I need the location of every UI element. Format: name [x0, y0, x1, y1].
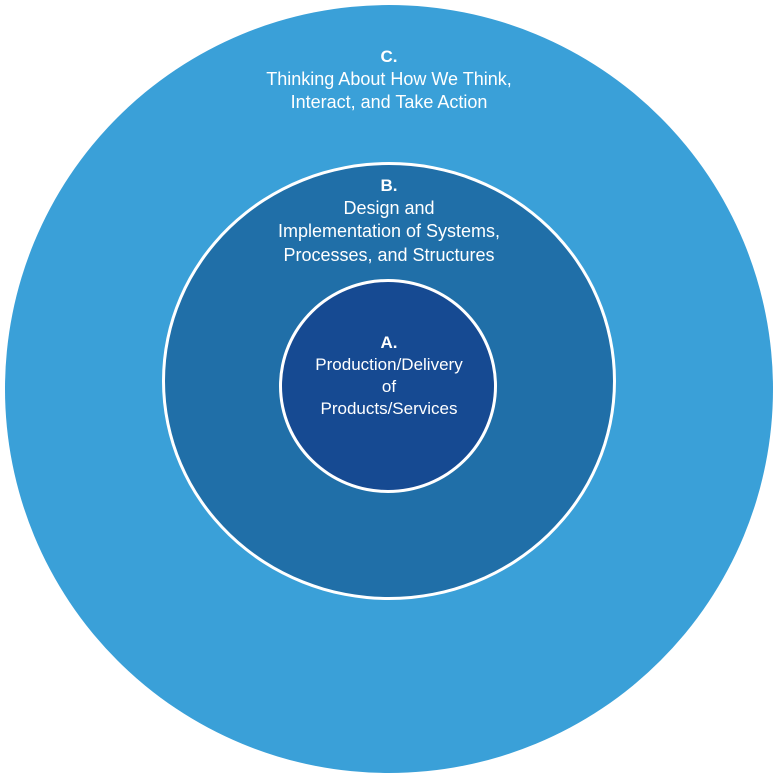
ring-c-label: C. Thinking About How We Think, Interact…	[189, 46, 589, 115]
ring-b-label: B. Design and Implementation of Systems,…	[239, 175, 539, 267]
ring-c-text-line: Thinking About How We Think,	[266, 69, 512, 90]
inner-circle-a	[279, 279, 497, 493]
ring-b-text-line: Processes, and Structures	[283, 244, 495, 265]
ring-a-text-line: Products/Services	[320, 399, 458, 419]
ring-b-letter: B.	[380, 176, 398, 195]
ring-c-text-line: Interact, and Take Action	[290, 92, 488, 113]
ring-b-text-line: Design and	[343, 198, 435, 219]
ring-b-text-line: Implementation of Systems,	[277, 221, 501, 242]
ring-a-text-line: of	[381, 377, 397, 397]
ring-c-letter: C.	[380, 47, 398, 66]
ring-a-letter: A.	[380, 333, 398, 352]
ring-a-label: A. Production/Delivery of Products/Servi…	[289, 332, 489, 420]
ring-a-text-line: Production/Delivery	[315, 355, 463, 375]
